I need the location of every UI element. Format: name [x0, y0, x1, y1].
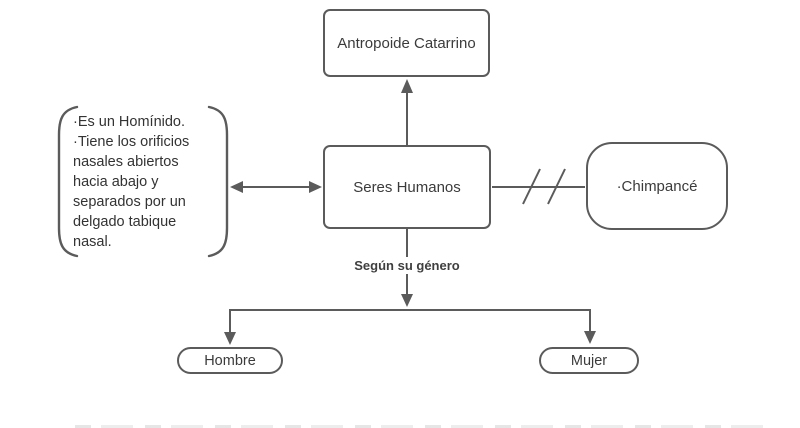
- edge-label-segun-su-genero: Según su género: [352, 257, 462, 274]
- node-mujer[interactable]: Mujer: [539, 347, 639, 374]
- edge-branch: [224, 309, 596, 345]
- edge-broken-link: [492, 168, 585, 205]
- note-bracket-text: ·Es un Homínido. ·Tiene los orificios na…: [73, 114, 190, 250]
- node-mujer-label: Mujer: [570, 352, 608, 369]
- note-bracket-shape: [57, 105, 229, 258]
- node-hombre-label: Hombre: [204, 352, 256, 369]
- node-hombre[interactable]: Hombre: [177, 347, 283, 374]
- node-antropoide-catarrino-label: Antropoide Catarrino: [337, 34, 476, 52]
- node-seres-humanos-label: Seres Humanos: [353, 178, 461, 196]
- node-seres-humanos[interactable]: Seres Humanos: [323, 145, 491, 229]
- edge-double-arrow: [230, 181, 322, 193]
- node-chimpance[interactable]: ·Chimpancé: [586, 142, 728, 230]
- edge-top-arrow: [401, 79, 413, 145]
- cropped-text-artifact: [75, 425, 763, 428]
- node-chimpance-label: ·Chimpancé: [616, 177, 698, 195]
- node-antropoide-catarrino[interactable]: Antropoide Catarrino: [323, 9, 490, 77]
